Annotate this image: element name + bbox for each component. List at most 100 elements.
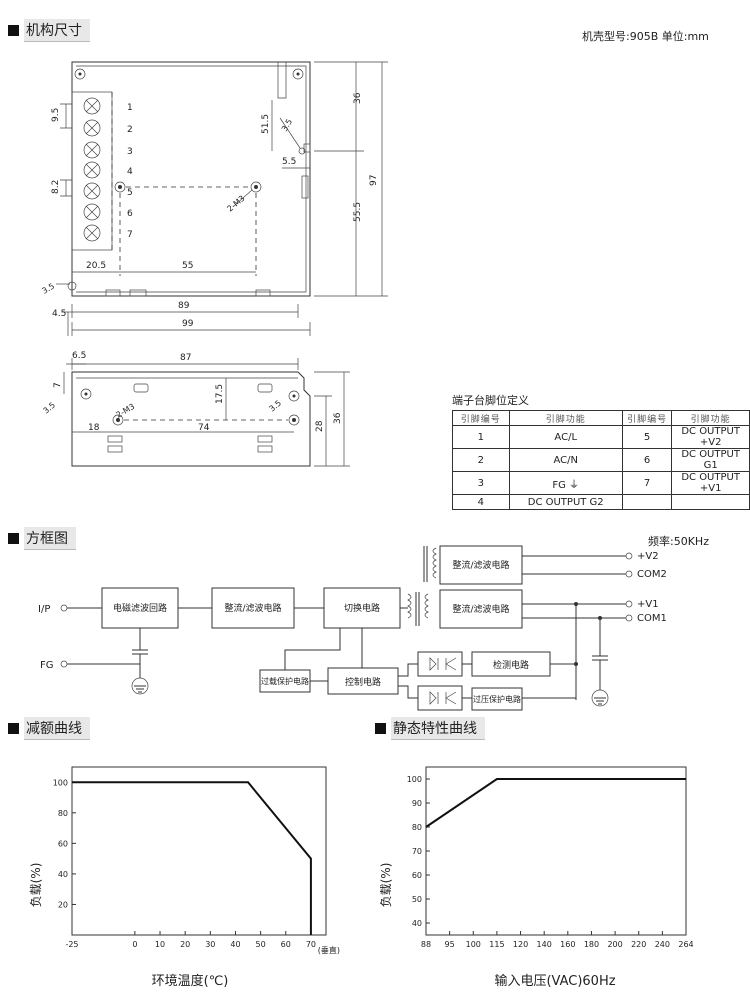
terminal-number: 5 (127, 188, 133, 198)
y-tick-label: 40 (58, 870, 68, 879)
square-bullet-icon (8, 532, 19, 544)
dim-label: 6.5 (72, 351, 86, 361)
m3-hole-icon (288, 414, 300, 426)
plot-frame (71, 766, 327, 936)
output-label: COM1 (637, 613, 667, 624)
x-tick-label: 115 (489, 940, 504, 949)
table-cell: DC OUTPUT +V1 (671, 471, 750, 495)
m3-hole-icon (114, 181, 126, 193)
transformer-icon (423, 546, 437, 582)
dim-label: 5.5 (282, 157, 296, 167)
terminal-number: 4 (127, 167, 133, 177)
dim-label: 2-M3 (226, 194, 247, 214)
x-tick-label: -25 (65, 940, 78, 949)
terminal-number: 7 (127, 230, 133, 240)
y-tick-label: 60 (412, 871, 422, 880)
table-cell: 4 (452, 494, 510, 510)
x-tick-label: 10 (155, 940, 165, 949)
mount-hole-icon (292, 68, 304, 80)
terminal-number: 1 (127, 103, 133, 113)
section-mechanical: 机构尺寸 (8, 18, 90, 42)
terminal-number: 2 (127, 125, 133, 135)
x-tick-label: 70 (306, 940, 316, 949)
table-cell: 3 (452, 471, 510, 495)
box-label: 过压保护电路 (473, 694, 521, 704)
table-cell: 5 (621, 425, 673, 449)
pin-table-title: 端子台脚位定义 (452, 394, 529, 407)
x-tick-label: 140 (537, 940, 552, 949)
x-tick-label: 240 (655, 940, 670, 949)
x-tick-label: 120 (513, 940, 528, 949)
table-cell: AC/N (508, 448, 623, 472)
x-tick-label: 0 (132, 940, 137, 949)
y-tick-label: 90 (412, 799, 422, 808)
dim-label: 55 (182, 261, 193, 271)
table-cell: 6 (621, 448, 673, 472)
output-label: +V1 (637, 599, 659, 610)
x-tick-label: 95 (445, 940, 455, 949)
mount-hole-icon (67, 281, 77, 291)
dim-label: 87 (180, 353, 191, 363)
dim-label: 51.5 (261, 114, 271, 134)
table-row: 3 FG ⏚ 7 DC OUTPUT +V1 (452, 471, 750, 495)
section-title: 方框图 (24, 526, 76, 550)
m3-hole-icon (250, 181, 262, 193)
dim-label: 4.5 (52, 309, 66, 319)
box-label: 检测电路 (493, 659, 529, 671)
mount-hole-icon (80, 388, 92, 400)
fg-label: FG (40, 660, 54, 671)
y-tick-label: 40 (412, 919, 422, 928)
table-cell: 1 (452, 425, 510, 449)
section-title: 减额曲线 (24, 716, 90, 740)
box-label: 电磁滤波回路 (113, 602, 167, 614)
switch-box (323, 587, 401, 629)
y-tick-label: 80 (412, 823, 422, 832)
y-tick-label: 60 (58, 839, 68, 848)
ground-icon (591, 689, 609, 707)
dim-label: 7 (53, 382, 63, 388)
x-tick-label: 160 (560, 940, 575, 949)
emi-filter-box (101, 587, 179, 629)
rectifier-box (439, 589, 523, 629)
m3-hole-icon (112, 414, 124, 426)
y-axis-label: 负载(%) (29, 863, 43, 908)
dim-label: 3.5 (280, 117, 294, 133)
dim-label: 28 (315, 420, 325, 432)
optocoupler-icon (417, 651, 463, 677)
transformer-icon (407, 592, 429, 626)
pin-table: 引脚编号 引脚功能 引脚编号 引脚功能 1 AC/L 5 DC OUTPUT +… (452, 410, 750, 510)
x-tick-label: 200 (607, 940, 622, 949)
dim-label: 9.5 (51, 108, 61, 122)
y-tick-label: 100 (53, 778, 68, 787)
table-cell: DC OUTPUT +V2 (671, 425, 750, 449)
col-header: 引脚编号 (452, 410, 510, 426)
box-label: 过载保护电路 (261, 676, 309, 686)
y-tick-label: 100 (407, 775, 422, 784)
block-diagram: I/P FG 电磁滤波回路 整流/滤波电路 切换电路 整流/滤波电路 整流 (38, 545, 667, 711)
x-axis-label: 环境温度(℃) (152, 973, 229, 989)
rectifier-box (211, 587, 295, 629)
section-derating: 减额曲线 (8, 716, 90, 740)
dim-label: 89 (178, 301, 190, 311)
input-label: I/P (38, 604, 50, 615)
table-cell: FG ⏚ (508, 471, 623, 495)
rectifier-box (439, 545, 523, 585)
dim-label: 8.2 (51, 180, 61, 194)
optocoupler-icon (417, 685, 463, 711)
section-block: 方框图 (8, 526, 76, 550)
y-axis-label: 负载(%) (380, 863, 393, 908)
x-axis-label: 输入电压(VAC)60Hz (494, 973, 615, 989)
table-cell: DC OUTPUT G1 (671, 448, 750, 472)
ground-icon (131, 677, 149, 695)
square-bullet-icon (8, 722, 19, 734)
terminal-number: 3 (127, 147, 133, 157)
col-header: 引脚编号 (621, 410, 673, 426)
dim-label: 17.5 (215, 384, 225, 404)
freq-note: 频率:50KHz (648, 535, 709, 548)
table-cell: AC/L (508, 425, 623, 449)
box-label: 整流/滤波电路 (452, 603, 509, 615)
x-tick-label: 180 (584, 940, 599, 949)
table-cell: 2 (452, 448, 510, 472)
x-tick-label: 60 (281, 940, 291, 949)
terminal-block (83, 97, 101, 242)
